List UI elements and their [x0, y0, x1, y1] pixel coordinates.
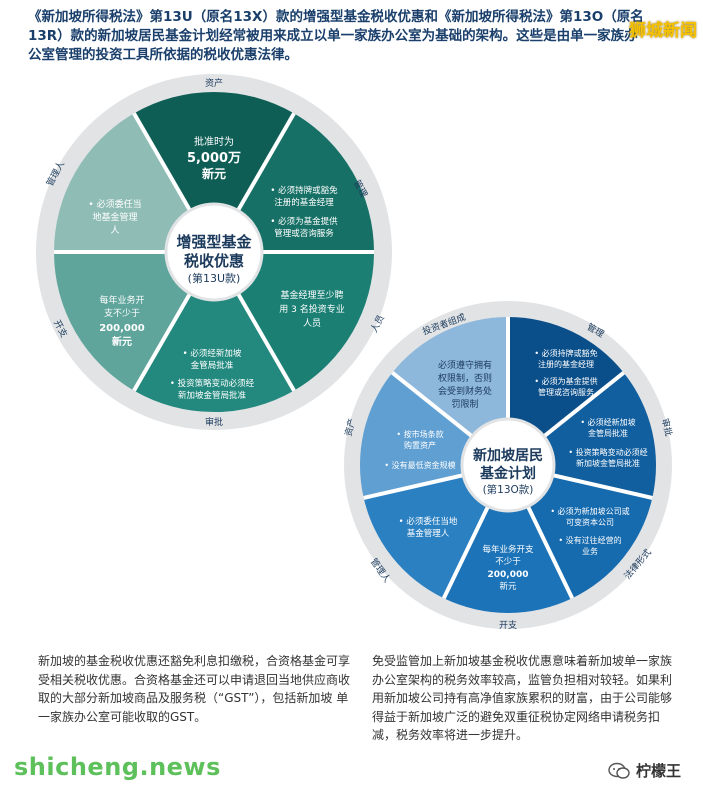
wheel1-seg-top-line1: 批准时为	[194, 135, 234, 148]
wheel2-seg-l-line1: • 按市场条款	[396, 429, 443, 439]
wheel1-seg-ll-line3: 200,000	[99, 323, 145, 334]
wheel1-seg-b-line1: • 必须经新加坡	[183, 348, 242, 359]
wheel1-seg-top-line3: 新元	[202, 166, 226, 181]
wheel1-seg-lu-line3: 人	[110, 225, 119, 236]
wheel1-seg-rl-line2: 用 3 名投资专业	[279, 303, 344, 315]
wheel1-seg-ru-line4: 管理或咨询服务	[274, 228, 334, 239]
wheel2-seg-r-line4: 新加坡金管局批准	[576, 458, 640, 468]
paragraph-left: 新加坡的基金税收优惠还豁免利息扣缴税，合资格基金可享受相关税收优惠。合资格基金还…	[38, 654, 351, 724]
wheel2-seg-lr-line1: • 必须为新加坡公司或	[550, 506, 629, 516]
wechat-icon	[608, 762, 630, 779]
wheel1-seg-lu-line2: 地基金管理	[92, 211, 137, 223]
wheel1-seg-rl-line1: 基金经理至少聘	[280, 289, 343, 301]
wheel2-seg-l-line2: 购置资产	[404, 440, 436, 450]
wheel1-seg-b-line3: • 投资策略变动必须经	[170, 378, 255, 389]
account-name: 柠檬王	[635, 762, 681, 780]
wheel1-label-bottom: 审批	[205, 416, 223, 428]
intro-text: 《新加坡所得税法》第13U（原名13X）款的增强型基金税收优惠和《新加坡所得税法…	[28, 9, 644, 63]
wheel2-seg-ul-line1: 必须遵守拥有	[438, 359, 492, 371]
wheel1-label-top: 资产	[205, 77, 223, 89]
wheel1-seg-ru-line2: 注册的基金经理	[274, 197, 334, 208]
wheel2-seg-ul-line3: 会受到财务处	[438, 385, 492, 397]
paragraph-right: 免受监管加上新加坡基金税收优惠意味着新加坡单一家族办公室架构的税务效率较高，监管…	[372, 654, 673, 742]
wheel2-seg-ul-line4: 罚限制	[451, 398, 478, 410]
wheel1-seg-right-upper	[214, 113, 375, 253]
wheel1-seg-top	[134, 91, 294, 252]
wheel1-seg-b-line4: 新加坡金管局批准	[178, 390, 247, 401]
wheel2-seg-lower-left	[363, 465, 508, 599]
wheel2-seg-ur-line2: 注册的基金经理	[538, 359, 594, 369]
wheel2-seg-b-line4: 新元	[499, 581, 517, 592]
wheel2-seg-lr-line3: • 没有过往经营的	[558, 535, 621, 545]
wheel2-seg-ur-line3: • 必须为基金提供	[534, 376, 597, 386]
wheel2-center-circle	[460, 417, 556, 513]
wheel1-seg-top-line2: 5,000万	[187, 151, 241, 166]
wheel2-seg-b-line3: 200,000	[488, 570, 529, 580]
wheel1-seg-ll-line2: 支不少于	[104, 307, 140, 319]
wheel2-label-bottom: 开支	[499, 619, 517, 631]
wheel1-center-line3: (第13U款)	[188, 271, 241, 285]
wheel2-seg-r-line1: • 必须经新加坡	[580, 417, 635, 427]
wheel2-seg-lr-line4: 业务	[582, 546, 598, 556]
wheel1-seg-ru-line1: • 必须持牌或豁免	[270, 185, 338, 196]
wheel2-seg-ul-line2: 权限制，否则	[438, 372, 492, 384]
wheel2-seg-lr-line2: 可变资本公司	[566, 517, 614, 527]
site-watermark: shicheng.news	[14, 753, 221, 781]
wheel2-center-line1: 新加坡居民	[473, 447, 543, 464]
wheel-resident-fund: 投资者组成 管理 审批 法律形式 开支 管理人 资产 新加坡居民 基金计划 (第…	[342, 301, 675, 631]
wheel1-center-line2: 税收优惠	[184, 252, 244, 270]
wheel2-seg-b-line1: 每年业务开支	[482, 544, 534, 555]
wheel1-seg-ll-line4: 新元	[112, 335, 132, 348]
wheel2-seg-ur-line1: • 必须持牌或豁免	[534, 348, 597, 358]
wheel1-seg-ru-line3: • 必须为基金提供	[270, 216, 338, 227]
wheel1-seg-lu-line1: • 必须委任当	[88, 198, 141, 210]
wheel1-seg-bottom	[134, 252, 294, 413]
wheel1-seg-left-upper	[53, 113, 214, 253]
wheel2-center-line2: 基金计划	[480, 465, 536, 482]
account-badge: 柠檬王	[608, 760, 681, 781]
wheel1-center-circle	[164, 202, 264, 302]
wheel2-seg-l-line3: • 没有最低资金规模	[384, 460, 455, 470]
wheel1-seg-right-lower	[214, 252, 375, 391]
wheel1-seg-b-line2: 金管局批准	[191, 360, 234, 371]
wheel1-seg-rl-line3: 人员	[303, 318, 321, 329]
wheel2-seg-ll-line2: 基金管理人	[407, 528, 450, 539]
wheel2-seg-b-line2: 不少于	[495, 557, 521, 567]
wheel2-seg-r-line2: 金管局批准	[588, 428, 628, 438]
wheel1-seg-ll-line1: 每年业务开	[99, 294, 144, 306]
wheel1-seg-left-lower	[54, 252, 214, 391]
top-watermark: 狮城新闻	[629, 21, 697, 41]
wheel1-center-line1: 增强型基金	[176, 233, 252, 251]
wheel2-seg-bottom	[443, 465, 573, 613]
wheel2-seg-ur-line4: 管理或咨询服务	[538, 387, 594, 397]
wheel2-center-line3: (第13O款)	[483, 483, 534, 496]
wheel2-seg-lower-right	[508, 465, 653, 599]
wheel2-seg-r-line3: • 投资策略变动必须经	[568, 447, 647, 457]
wheel2-seg-ll-line1: • 必须委任当地	[399, 516, 458, 527]
wheel-enhanced-fund: 资产 管理 人员 审批 开支 管理人 增强型基金 税收优惠 (第13U款) 批准…	[36, 74, 392, 430]
